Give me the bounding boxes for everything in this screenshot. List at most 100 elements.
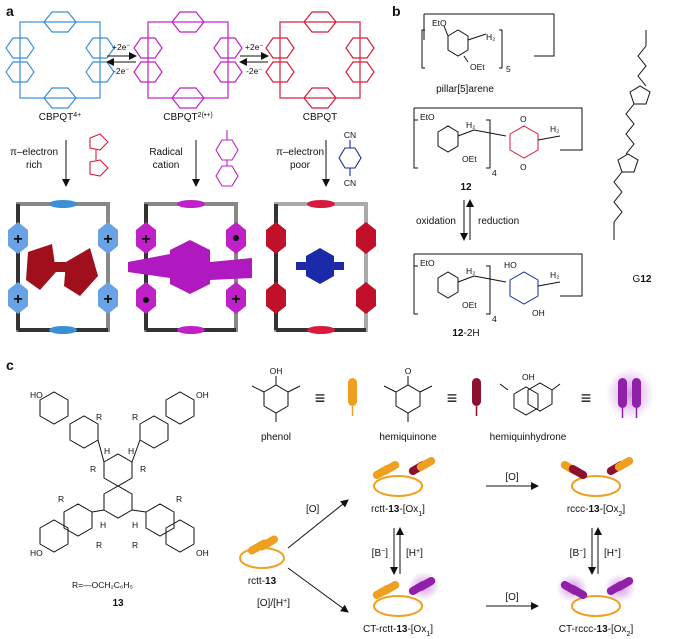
c13-ho-1: HO: [30, 390, 43, 400]
equiv-2: ≡: [447, 388, 458, 408]
c13-r-8: R: [132, 540, 138, 550]
c12-eto: EtO: [420, 112, 435, 122]
hemiquinhydrone-glow: [606, 368, 654, 420]
bipyridinium-guest-structure: [215, 130, 239, 187]
cn-bottom-label: CN: [344, 178, 356, 188]
svg-text:+: +: [13, 231, 22, 248]
c13-h-4: H: [132, 520, 138, 530]
guest-label-2-line2: cation: [153, 160, 180, 171]
guest-label-3-line2: poor: [290, 160, 311, 171]
ct-rccc-13-ox2-ring: [556, 574, 636, 617]
c13-r-7: R: [96, 540, 102, 550]
arrow2-bottom-label: -2e−: [246, 66, 262, 76]
cbpqt-neutral-label: CBPQT: [303, 112, 337, 123]
dicyanobenzene-guest-structure: [338, 140, 362, 176]
compound-12-label: 12: [460, 182, 472, 193]
hemiquinhydrone-icon-left: [618, 378, 627, 408]
hemiquinone-icon: [472, 378, 481, 406]
complex-1: + + + +: [8, 200, 118, 334]
phenol-icon: [348, 378, 357, 406]
svg-text:+: +: [13, 291, 22, 308]
c12-sub: 4: [492, 168, 497, 178]
svg-text:+: +: [103, 291, 112, 308]
c13-h-3: H: [100, 520, 106, 530]
arrow1-top-label: +2e−: [112, 42, 130, 52]
panel-c: c HO OH HO OH H H H H R R R R R: [6, 357, 654, 638]
panel-c-letter: c: [6, 357, 14, 373]
rctt-13-label: rctt-13: [248, 576, 277, 587]
c13-r-1: R: [96, 412, 102, 422]
panel-a-letter: a: [6, 3, 14, 19]
svg-text:+: +: [103, 231, 112, 248]
c13-oh-1: OH: [196, 390, 209, 400]
hemiquinhydrone-icon-right: [632, 378, 641, 408]
c122h-h2b: H₂: [550, 270, 559, 280]
legend-hemiquinone-label: hemiquinone: [379, 432, 437, 443]
rctt-13-ox1-label: rctt-13-[Ox1]: [371, 504, 425, 518]
c12-oet: OEt: [462, 154, 477, 164]
c122h-h2: H₂: [466, 266, 475, 276]
hemiquinone-structure: [383, 376, 433, 422]
ct-rccc-13-ox2-label: CT-rccc-13-[Ox2]: [559, 624, 634, 638]
ttf-guest-structure: [89, 133, 109, 177]
equiv-1: ≡: [315, 388, 326, 408]
g12-label: G12: [633, 274, 652, 285]
hemiquinhydrone-oh: OH: [522, 372, 535, 382]
right-h-label: [H+]: [604, 548, 621, 560]
pillar-eto: EtO: [432, 18, 447, 28]
pillar5arene-structure: [421, 13, 555, 69]
c12-o-bottom: O: [520, 162, 527, 172]
c13-oh-2: OH: [196, 548, 209, 558]
compound-13-label: 13: [112, 598, 124, 609]
panel-b: b EtO OEt H₂ 5 pillar[5]arene: [392, 3, 652, 339]
pillar-h2: H₂: [486, 32, 495, 42]
legend-hemiquinhydrone-label: hemiquinhydrone: [490, 432, 567, 443]
left-h-label: [H+]: [406, 548, 423, 560]
c122h-oet: OEt: [462, 300, 477, 310]
cbpqt-4plus-structure: [5, 11, 115, 109]
g12-structure: [613, 30, 651, 240]
pillar-sub: 5: [506, 64, 511, 74]
rccc-13-ox2-ring: [560, 457, 634, 497]
c13-r-2: R: [132, 412, 138, 422]
guest-label-1-line1: π–electron: [10, 147, 58, 158]
right-b-label: [B−]: [570, 548, 587, 560]
r-definition: R=—OCH₂C₆H₅: [72, 580, 133, 590]
cbpqt-radical-structure: [133, 11, 243, 109]
c13-r-3: R: [90, 464, 96, 474]
equiv-3: ≡: [581, 388, 592, 408]
panel-b-letter: b: [392, 3, 401, 19]
left-b-label: [B−]: [372, 548, 389, 560]
c12-h2: H₂: [466, 120, 475, 130]
compound-13-structure: [39, 391, 195, 553]
c13-r-4: R: [140, 464, 146, 474]
phenol-oh: OH: [270, 366, 283, 376]
panel-a: a CBPQT4+ +2e− -2e− CBPQT2(•+): [5, 3, 376, 334]
c12-o-top: O: [520, 114, 527, 124]
arrow-o-top-label: [O]: [306, 504, 320, 515]
arrow-to-ct-ox1: [287, 567, 349, 613]
pillar-label: pillar[5]arene: [436, 84, 494, 95]
cn-top-label: CN: [344, 130, 356, 140]
rctt-13-ring: [239, 535, 285, 569]
c13-h-2: H: [128, 446, 134, 456]
c122h-sub: 4: [492, 314, 497, 324]
c122h-eto: EtO: [420, 258, 435, 268]
hemiquinhydrone-structure: [499, 382, 561, 416]
ct-rctt-13-ox1-ring: [372, 572, 440, 617]
compound-12-2h-label: 12-2H: [452, 328, 479, 339]
legend-phenol-label: phenol: [261, 432, 291, 443]
oxidation-label: oxidation: [416, 216, 456, 227]
arrow1-bottom-label: -2e−: [113, 66, 129, 76]
arrow2-top-label: +2e−: [245, 42, 263, 52]
hemiquinone-o: O: [405, 366, 412, 376]
c13-r-6: R: [176, 494, 182, 504]
guest-label-2-line1: Radical: [149, 147, 182, 158]
phenol-structure: [251, 376, 301, 422]
arrow-o-right-bottom-label: [O]: [505, 592, 519, 603]
ct-rctt-13-ox1-label: CT-rctt-13-[Ox1]: [363, 624, 433, 638]
pillar-oet: OEt: [470, 62, 485, 72]
compound-12-2h-structure: [413, 253, 583, 315]
compound-12-structure: [413, 107, 583, 169]
